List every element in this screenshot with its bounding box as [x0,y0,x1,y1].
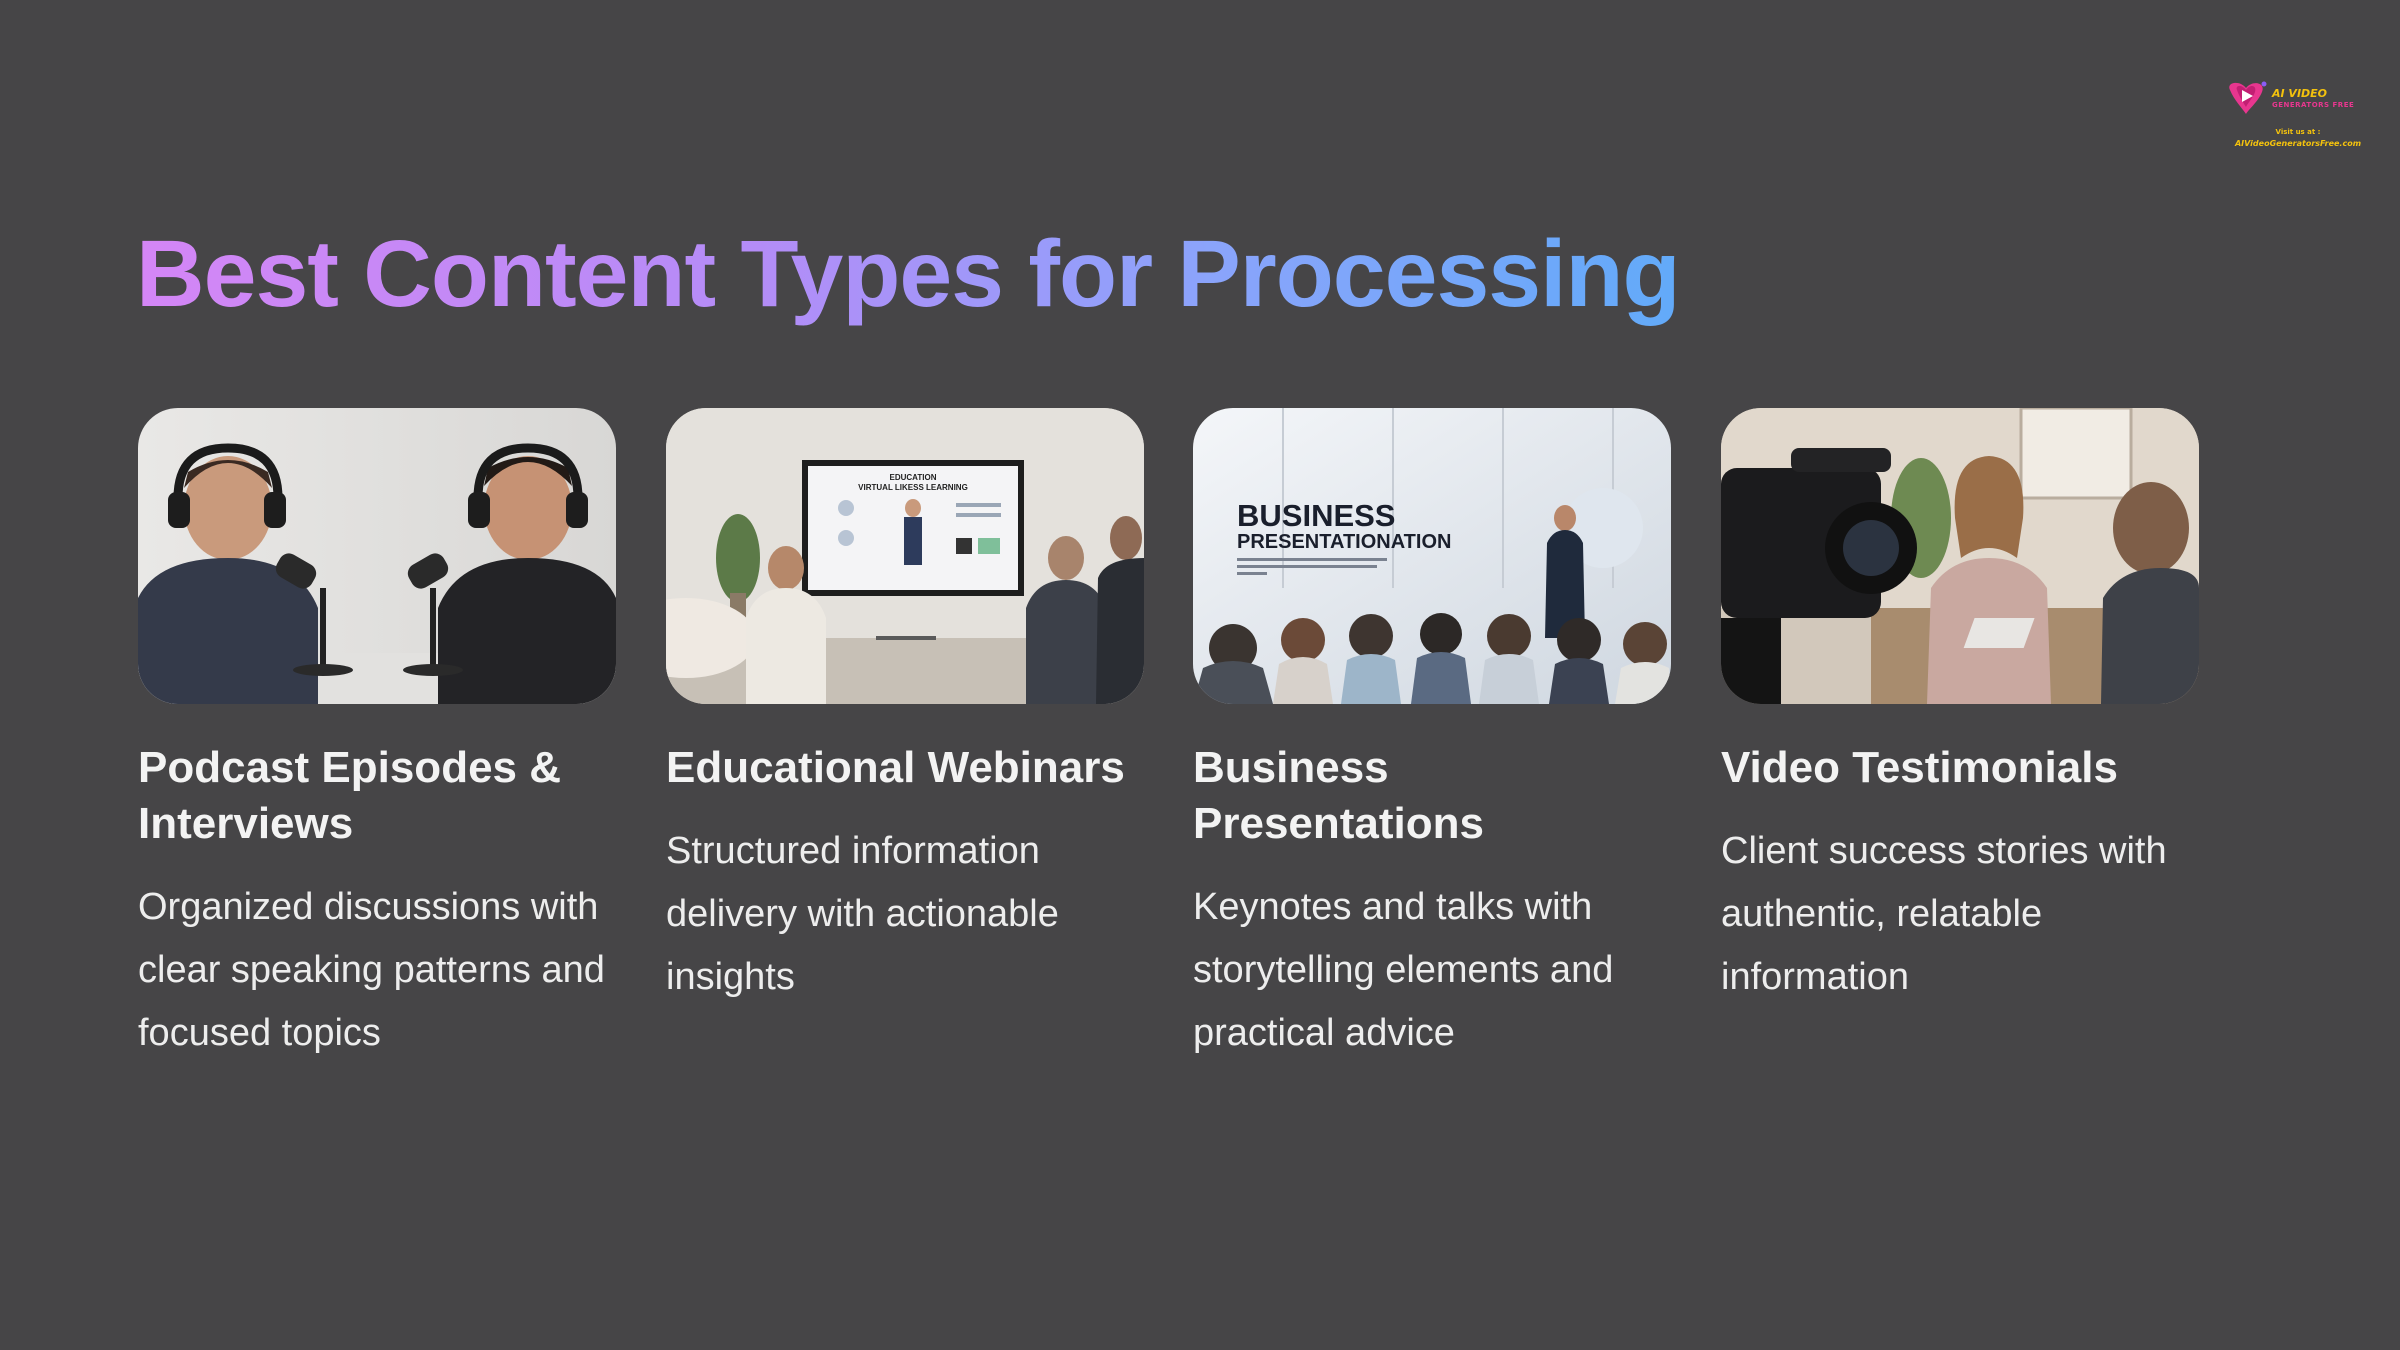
podcast-image [138,408,616,704]
presentation-image: BUSINESS PRESENTATIONATION [1193,408,1671,704]
card-description: Structured information delivery with act… [666,830,1059,998]
webinar-screen-subheading: VIRTUAL LIKESS LEARNING [858,483,968,492]
webinar-image: EDUCATION VIRTUAL LIKESS LEARNING [666,408,1144,704]
card-title: Podcast Episodes & Interviews [138,743,562,848]
logo-url[interactable]: AIVideoGeneratorsFree.com [2234,139,2362,148]
page-title: Best Content Types for Processing [136,214,1681,334]
logo-name: AI VIDEO [2272,87,2328,100]
card-description: Client success stories with authentic, r… [1721,830,2167,998]
card-title: Educational Webinars [666,743,1125,792]
webinar-screen-heading: EDUCATION [890,473,937,482]
card-title: Business Presentations [1193,743,1484,848]
content-type-card-webinar: EDUCATION VIRTUAL LIKESS LEARNING Educat… [666,408,1144,1009]
content-type-card-presentation: BUSINESS PRESENTATIONATION Bus [1193,408,1671,1065]
logo-subtitle: GENERATORS FREE [2272,101,2355,109]
logo-visit-label: Visit us at : [2275,128,2321,136]
brand-logo[interactable]: AI VIDEO GENERATORS FREE Visit us at : A… [2224,76,2374,152]
content-type-card-testimonial: Video Testimonials Client success storie… [1721,408,2199,1009]
presentation-screen-subheading: PRESENTATIONATION [1237,531,1451,553]
card-title: Video Testimonials [1721,743,2118,792]
card-description: Keynotes and talks with storytelling ele… [1193,886,1614,1054]
testimonial-image [1721,408,2199,704]
card-description: Organized discussions with clear speakin… [138,886,605,1054]
play-heart-logo-icon [2229,81,2267,114]
presentation-screen-heading: BUSINESS [1237,498,1395,533]
content-type-card-podcast: Podcast Episodes & Interviews Organized … [138,408,616,1065]
